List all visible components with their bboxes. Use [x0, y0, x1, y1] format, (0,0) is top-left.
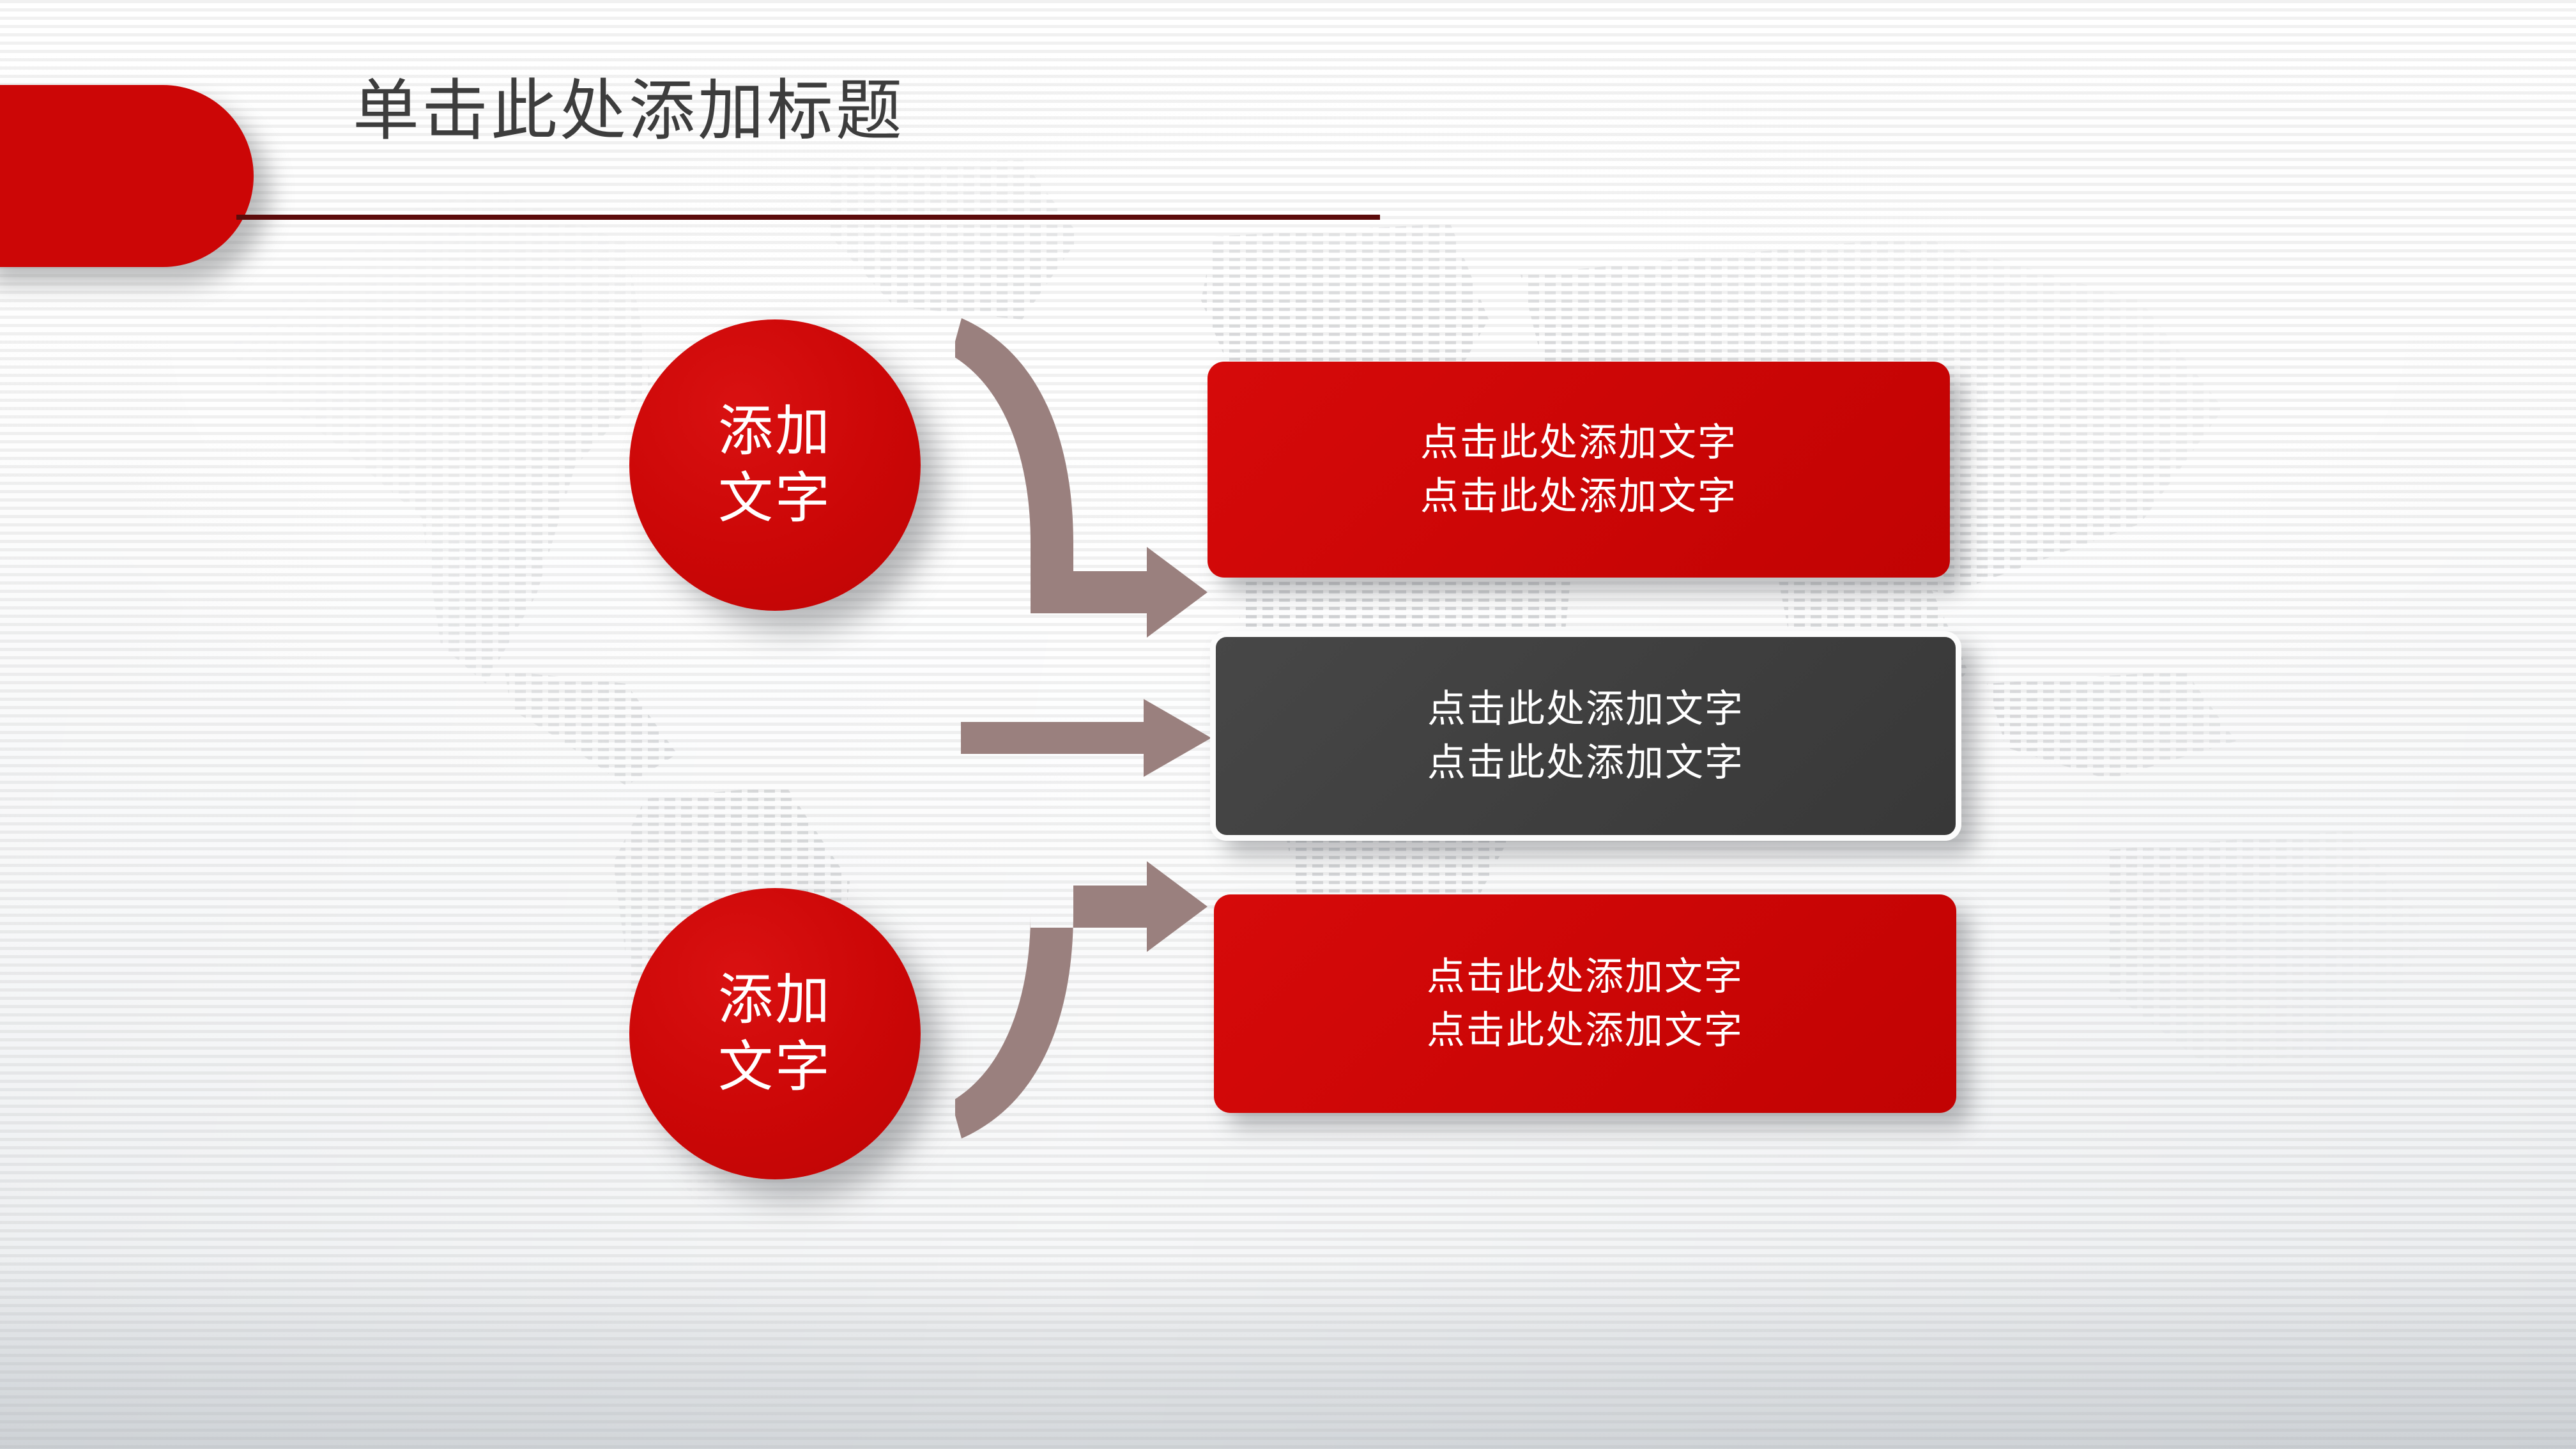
content-box-3-line2: 点击此处添加文字: [1427, 1009, 1744, 1052]
circle-label-1-line1: 添加: [718, 401, 832, 463]
circle-label-1[interactable]: 添加 文字: [629, 319, 921, 611]
content-box-2-line1: 点击此处添加文字: [1427, 687, 1744, 730]
background-floor-shadow: [0, 1257, 2576, 1449]
content-box-1-line2: 点击此处添加文字: [1420, 475, 1737, 518]
title-underline-rule: [236, 215, 1380, 220]
circle-label-2-line2: 文字: [718, 1036, 832, 1098]
circle-label-2-line1: 添加: [718, 969, 832, 1031]
content-box-2[interactable]: 点击此处添加文字 点击此处添加文字: [1210, 631, 1961, 841]
title-accent-tab: [0, 85, 254, 267]
circle-label-1-line2: 文字: [718, 468, 832, 529]
page-title: 单击此处添加标题: [353, 74, 905, 148]
circle-label-2[interactable]: 添加 文字: [629, 888, 921, 1179]
content-box-3-line1: 点击此处添加文字: [1427, 955, 1744, 998]
content-box-1-line1: 点击此处添加文字: [1420, 421, 1737, 464]
curved-down-right-arrow-icon: [955, 318, 1208, 638]
content-box-3[interactable]: 点击此处添加文字 点击此处添加文字: [1214, 894, 1956, 1113]
content-box-1[interactable]: 点击此处添加文字 点击此处添加文字: [1208, 362, 1950, 578]
content-box-2-line2: 点击此处添加文字: [1427, 741, 1744, 784]
straight-right-arrow-icon: [961, 699, 1211, 777]
curved-up-right-arrow-icon: [955, 861, 1208, 1138]
